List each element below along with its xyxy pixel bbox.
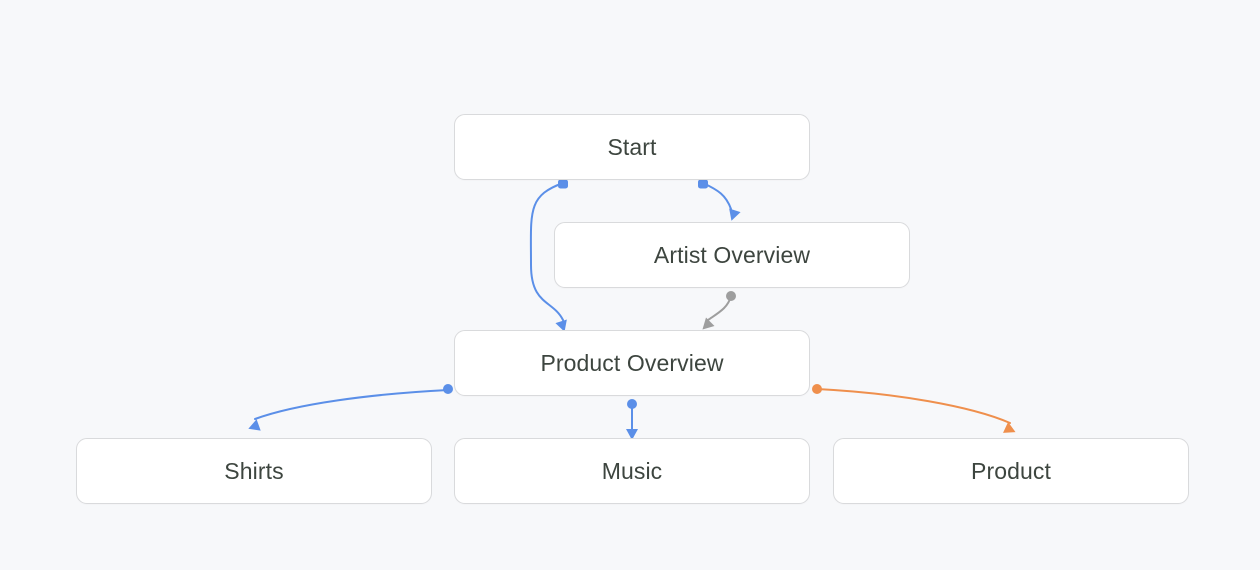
node-label-music: Music xyxy=(601,457,663,484)
arrow-shirts-top xyxy=(248,419,261,431)
node-label-start: Start xyxy=(607,133,657,160)
node-music[interactable]: Music xyxy=(454,438,810,504)
node-product-overview[interactable]: Product Overview xyxy=(454,330,810,396)
node-product[interactable]: Product xyxy=(833,438,1189,504)
dot-artist-overview-bottom[interactable] xyxy=(726,291,736,301)
dot-product-overview-right[interactable] xyxy=(812,384,822,394)
node-label-product: Product xyxy=(971,457,1051,484)
node-start[interactable]: Start xyxy=(454,114,810,180)
edge-artist-overview-to-product-overview[interactable] xyxy=(707,295,732,321)
node-artist-overview[interactable]: Artist Overview xyxy=(554,222,910,288)
node-shirts[interactable]: Shirts xyxy=(76,438,432,504)
edge-start-to-artist-overview[interactable] xyxy=(702,182,732,210)
dot-product-overview-bottom[interactable] xyxy=(627,399,637,409)
dot-start-left[interactable] xyxy=(558,179,568,189)
dot-product-overview-left[interactable] xyxy=(443,384,453,394)
arrow-artist-overview-top xyxy=(729,208,741,221)
node-label-product-overview: Product Overview xyxy=(540,349,724,376)
node-label-shirts: Shirts xyxy=(224,457,284,484)
arrow-product-top xyxy=(1003,422,1016,433)
dot-start-right[interactable] xyxy=(698,179,708,189)
edge-product-overview-to-shirts[interactable] xyxy=(254,389,449,420)
edge-product-overview-to-product[interactable] xyxy=(816,388,1011,424)
node-label-artist-overview: Artist Overview xyxy=(653,241,811,268)
